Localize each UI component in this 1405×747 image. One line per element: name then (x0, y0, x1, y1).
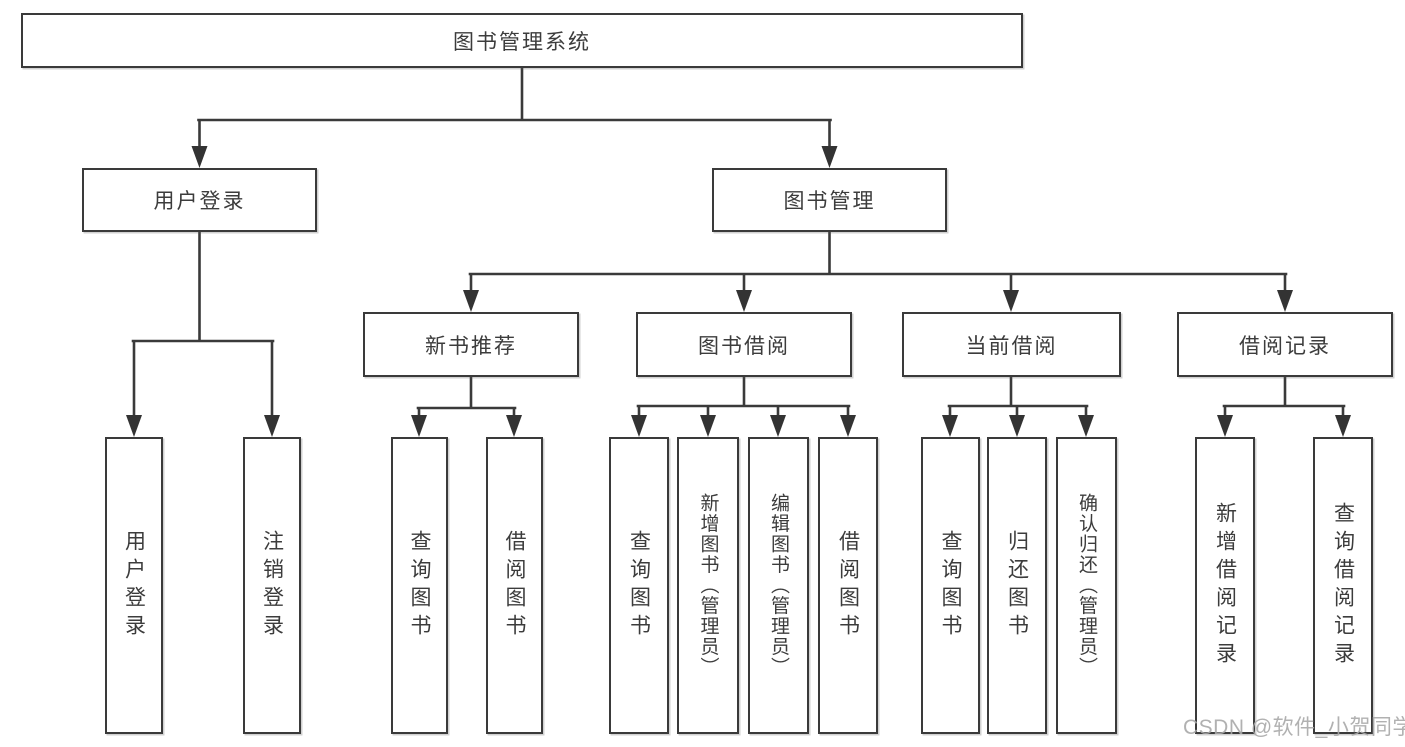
node-book-management-label: 图书管理 (783, 190, 876, 213)
leaf-return-books-label: 归还图书 (1005, 529, 1029, 642)
node-current-borrow: 当前借阅 (902, 312, 1121, 377)
node-root: 图书管理系统 (21, 13, 1023, 68)
leaf-current-query-books-label: 查询图书 (939, 529, 962, 642)
node-user-login-label: 用户登录 (153, 190, 246, 213)
node-book-management: 图书管理 (712, 168, 947, 232)
leaf-borrow-books-label: 借阅图书 (836, 529, 860, 642)
node-current-borrow-label: 当前借阅 (965, 334, 1058, 358)
leaf-current-query-books: 查询图书 (921, 437, 980, 734)
leaf-confirm-return-admin: 确认归还（管理员） (1056, 437, 1117, 734)
leaf-confirm-return-admin-label: 确认归还（管理员） (1076, 493, 1097, 678)
leaf-user-login: 用户登录 (105, 437, 163, 734)
leaf-borrow-query-books-label: 查询图书 (627, 529, 651, 642)
arrowheads (126, 146, 1351, 437)
node-borrow-records: 借阅记录 (1177, 312, 1393, 377)
leaf-add-borrow-record: 新增借阅记录 (1195, 437, 1255, 734)
leaf-logout: 注销登录 (243, 437, 301, 734)
node-user-login: 用户登录 (82, 168, 317, 232)
leaf-recommend-query-books-label: 查询图书 (408, 529, 431, 642)
node-borrow-records-label: 借阅记录 (1239, 334, 1331, 358)
node-new-book-recommend: 新书推荐 (363, 312, 579, 377)
leaf-add-books-admin: 新增图书（管理员） (677, 437, 739, 734)
node-root-label: 图书管理系统 (453, 30, 591, 54)
node-book-borrow: 图书借阅 (636, 312, 852, 377)
leaf-logout-label: 注销登录 (260, 529, 284, 642)
watermark: CSDN @软件_小贺同学 (1183, 716, 1405, 739)
leaf-return-books: 归还图书 (987, 437, 1047, 734)
leaf-borrow-query-books: 查询图书 (609, 437, 669, 734)
node-book-borrow-label: 图书借阅 (698, 334, 790, 358)
leaf-recommend-borrow-books-label: 借阅图书 (503, 529, 526, 642)
leaf-edit-books-admin-label: 编辑图书（管理员） (768, 493, 789, 678)
leaf-recommend-query-books: 查询图书 (391, 437, 448, 734)
leaf-query-borrow-record: 查询借阅记录 (1313, 437, 1373, 734)
leaf-edit-books-admin: 编辑图书（管理员） (748, 437, 809, 734)
leaf-borrow-books: 借阅图书 (818, 437, 878, 734)
node-new-book-recommend-label: 新书推荐 (425, 334, 517, 358)
leaf-user-login-label: 用户登录 (122, 529, 146, 642)
leaf-add-borrow-record-label: 新增借阅记录 (1213, 501, 1237, 670)
leaf-add-books-admin-label: 新增图书（管理员） (697, 493, 719, 678)
leaf-recommend-borrow-books: 借阅图书 (486, 437, 543, 734)
leaf-query-borrow-record-label: 查询借阅记录 (1331, 501, 1355, 670)
